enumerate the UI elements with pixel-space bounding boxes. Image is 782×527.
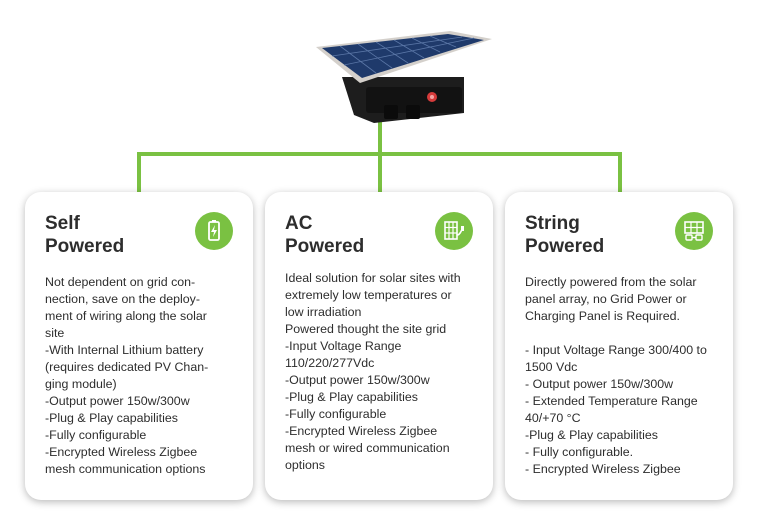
card-text-line: -Encrypted Wireless Zigbee <box>45 445 198 459</box>
card-text-line: low irradiation <box>285 305 362 319</box>
card-description: Directly powered from the solar panel ar… <box>525 274 721 478</box>
card-text-line: - Fully configurable. <box>525 445 634 459</box>
connector-left <box>137 152 141 194</box>
card-text-line: Ideal solution for solar sites with <box>285 271 461 285</box>
card-text-line: nection, save on the deploy- <box>45 292 200 306</box>
card-text-line: Charging Panel is Required. <box>525 309 680 323</box>
card-text-line: -Input Voltage Range <box>285 339 402 353</box>
solar-panel-plug-icon <box>435 212 473 250</box>
card-text-spacer <box>525 325 721 342</box>
card-description: Not dependent on grid con- nection, save… <box>45 274 241 478</box>
card-text-line: site <box>45 326 65 340</box>
card-self-powered: Self Powered Not dependent on grid con- … <box>25 192 253 500</box>
card-text-line: mesh or wired communication <box>285 441 450 455</box>
card-text-line: -Plug & Play capabilities <box>285 390 418 404</box>
card-title-line2: Powered <box>525 236 605 257</box>
card-text-line: -Encrypted Wireless Zigbee <box>285 424 438 438</box>
card-text-line: Not dependent on grid con- <box>45 275 196 289</box>
connector-center <box>378 152 382 194</box>
card-text-line: 110/220/277Vdc <box>285 356 375 370</box>
card-text-line: Powered thought the site grid <box>285 322 447 336</box>
solar-panel-device-illustration <box>316 31 492 123</box>
card-title-line2: Powered <box>285 236 365 257</box>
card-string-powered: String Powered Directly powered from the… <box>505 192 733 500</box>
card-title: Self Powered <box>45 212 124 258</box>
card-text-line: Directly powered from the solar <box>525 275 697 289</box>
battery-charging-icon <box>195 212 233 250</box>
card-text-line: 1500 Vdc <box>525 360 578 374</box>
card-text-line: - Extended Temperature Range <box>525 394 698 408</box>
card-title-line2: Powered <box>45 236 125 257</box>
solar-string-icon <box>675 212 713 250</box>
card-title-line1: Self <box>45 213 80 234</box>
card-text-line: ging module) <box>45 377 117 391</box>
card-text-line: ment of wiring along the solar <box>45 309 207 323</box>
card-text-line: (requires dedicated PV Chan- <box>45 360 209 374</box>
card-text-line: - Input Voltage Range 300/400 to <box>525 343 707 357</box>
card-text-line: -Output power 150w/300w <box>285 373 430 387</box>
card-ac-powered: AC Powered Ideal solution for solar site… <box>265 192 493 500</box>
card-title: String Powered <box>525 212 604 258</box>
card-title: AC Powered <box>285 212 364 258</box>
card-text-line: mesh communication options <box>45 462 206 476</box>
card-text-line: -Fully configurable <box>285 407 387 421</box>
connector-trunk <box>378 118 382 154</box>
card-text-line: -Plug & Play capabilities <box>525 428 658 442</box>
card-text-line: - Encrypted Wireless Zigbee <box>525 462 681 476</box>
card-title-line1: String <box>525 213 580 234</box>
card-text-line: extremely low temperatures or <box>285 288 452 302</box>
card-text-line: -Output power 150w/300w <box>45 394 190 408</box>
card-text-line: -With Internal Lithium battery <box>45 343 204 357</box>
card-text-line: options <box>285 458 325 472</box>
card-text-line: -Fully configurable <box>45 428 147 442</box>
card-text-line: panel array, no Grid Power or <box>525 292 687 306</box>
card-text-line: -Plug & Play capabilities <box>45 411 178 425</box>
card-text-line: - Output power 150w/300w <box>525 377 674 391</box>
card-description: Ideal solution for solar sites with extr… <box>285 270 481 474</box>
connector-right <box>618 152 622 194</box>
card-text-line: 40/+70 °C <box>525 411 581 425</box>
card-title-line1: AC <box>285 213 313 234</box>
